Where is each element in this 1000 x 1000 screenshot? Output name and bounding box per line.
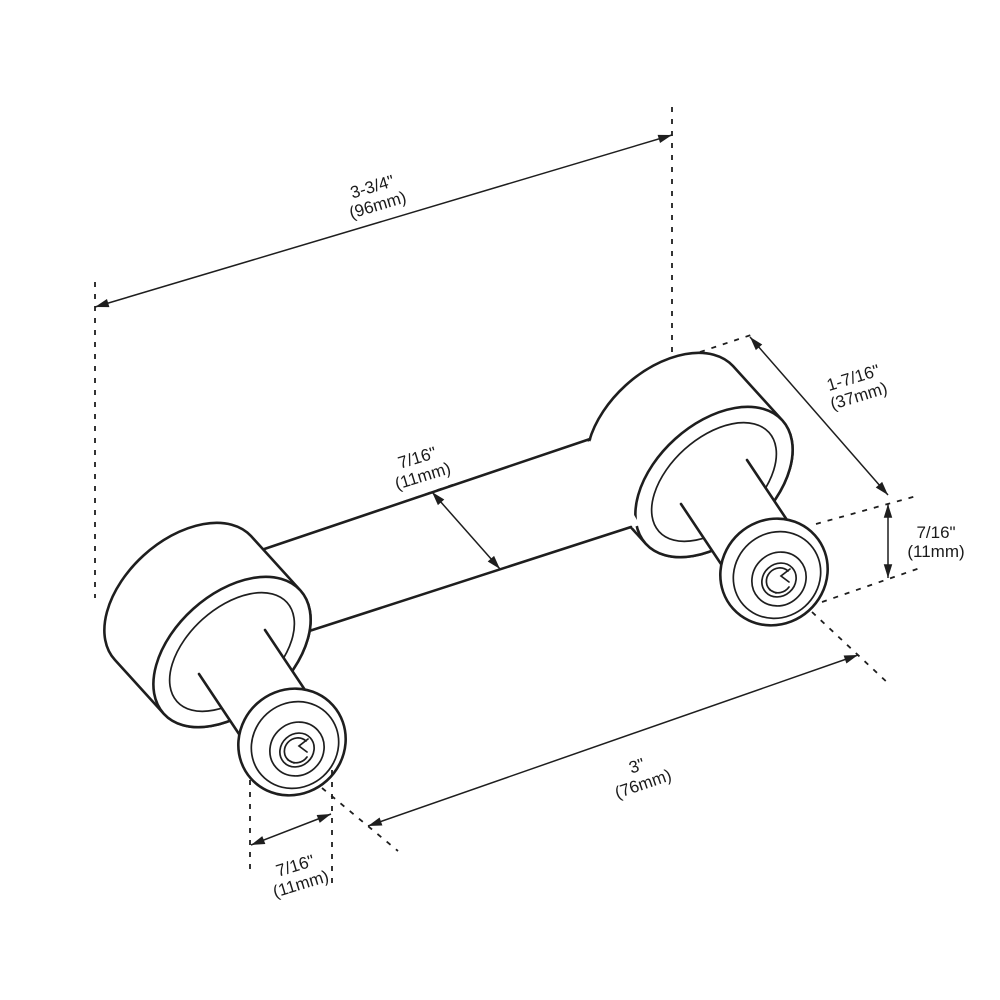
dim-base-height: 7/16" (11mm) [815, 494, 965, 603]
base-height-value-mm: (11mm) [907, 542, 964, 561]
extension-line-top [402, 482, 459, 503]
right-post [585, 351, 851, 649]
handle-bar-fill [222, 441, 640, 650]
extension-line-right [811, 611, 891, 686]
extension-line-left [321, 787, 399, 852]
extension-line-top [699, 333, 755, 353]
dimension-line [250, 813, 332, 846]
dimension-line [367, 654, 859, 827]
pull-handle-drawing [103, 351, 851, 819]
extension-line-bottom [821, 567, 921, 603]
dimension-line [94, 134, 673, 308]
dim-center-to-center: 3" (76mm) [321, 611, 891, 852]
extension-line-top [815, 494, 921, 525]
dimension-line [749, 336, 889, 496]
base-height-value-in: 7/16" [916, 523, 955, 542]
center-to-center-value-in: 3" [626, 755, 647, 778]
dimension-line [431, 491, 501, 570]
